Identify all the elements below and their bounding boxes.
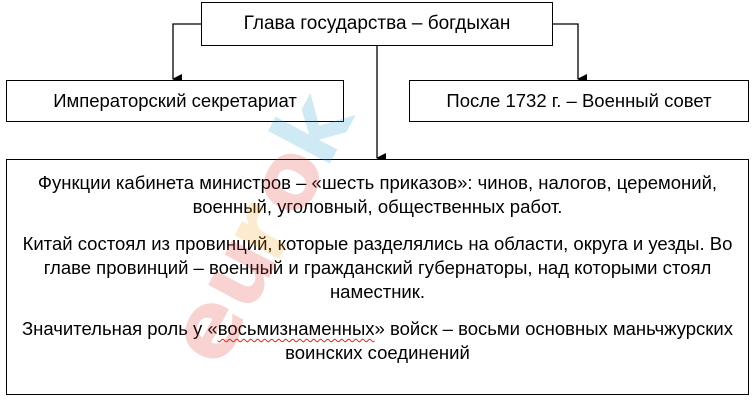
provinces-paragraph: Китай состоял из провинций, которые разд… (22, 233, 733, 302)
ministries-paragraph: Функции кабинета министров – «шесть прик… (37, 172, 718, 217)
functions-box: Функции кабинета министров – «шесть прик… (6, 159, 749, 395)
military-council-label: После 1732 г. – Военный совет (446, 90, 712, 111)
head-of-state-label: Глава государства – богдыхан (243, 13, 511, 34)
head-of-state-box: Глава государства – богдыхан (201, 2, 553, 46)
imperial-secretariat-box: Императорский секретариат (6, 80, 344, 122)
military-council-box: После 1732 г. – Военный совет (409, 80, 749, 122)
arrow-to-council (553, 23, 587, 84)
arrow-to-secretariat (172, 23, 201, 84)
banner-troops-text-start: Значительная роль у « (21, 318, 218, 339)
banner-troops-paragraph: Значительная роль у «восьмизнаменных» во… (22, 317, 733, 365)
imperial-secretariat-label: Императорский секретариат (53, 90, 297, 111)
banner-troops-text-end: » войск – восьми основных маньчжурских в… (285, 318, 733, 363)
banner-troops-term: восьмизнаменных (217, 318, 375, 339)
